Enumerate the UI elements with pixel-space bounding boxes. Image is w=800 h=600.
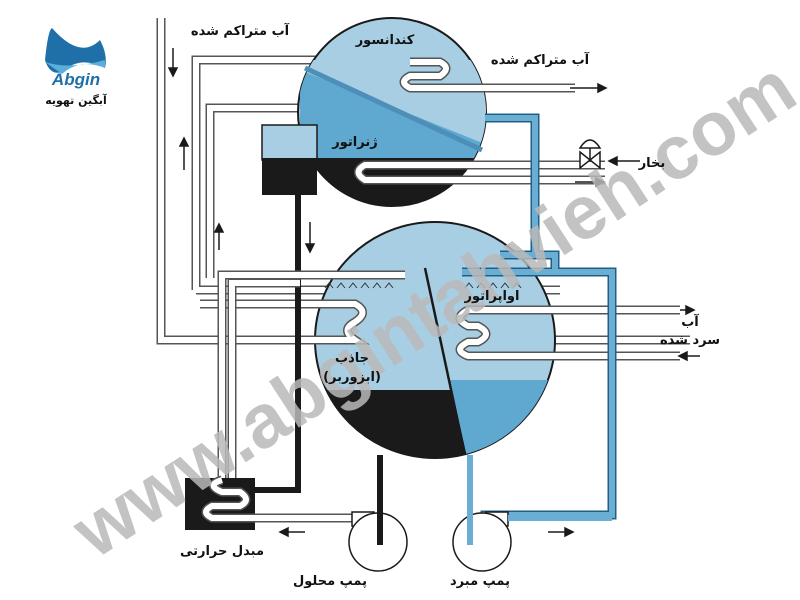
logo-latin: Abgin bbox=[51, 70, 100, 89]
label-generator: ژنراتور bbox=[331, 135, 377, 150]
label-condensed-water-top: آب متراکم شده bbox=[191, 22, 290, 39]
refrigerant-pump bbox=[452, 511, 512, 572]
label-chilled-water-2: سرد شده bbox=[660, 333, 720, 348]
condenser-generator-vessel bbox=[261, 17, 605, 207]
label-steam: بخار bbox=[638, 156, 666, 171]
flow-arrows bbox=[167, 48, 700, 538]
spray-nozzles-icon bbox=[324, 282, 522, 289]
label-refrigerant-pump: پمپ مبرد bbox=[450, 574, 510, 589]
label-heat-exchanger: مبدل حرارتی bbox=[180, 544, 264, 559]
label-absorber: جاذب bbox=[335, 351, 369, 366]
label-evaporator: اواپراتور bbox=[464, 289, 520, 304]
steam-valve-icon bbox=[578, 139, 602, 170]
label-condensed-water-right: آب متراکم شده bbox=[491, 51, 590, 68]
label-chilled-water-1: آب bbox=[681, 313, 699, 330]
label-solution-pump: پمپ محلول bbox=[293, 574, 367, 589]
logo: Abgin آبگین تهویه bbox=[45, 28, 107, 107]
logo-persian: آبگین تهویه bbox=[45, 93, 107, 107]
heat-exchanger bbox=[185, 475, 355, 530]
label-condenser: کندانسور bbox=[355, 33, 415, 48]
label-absorber-alt: (ابزوربر) bbox=[323, 370, 381, 385]
